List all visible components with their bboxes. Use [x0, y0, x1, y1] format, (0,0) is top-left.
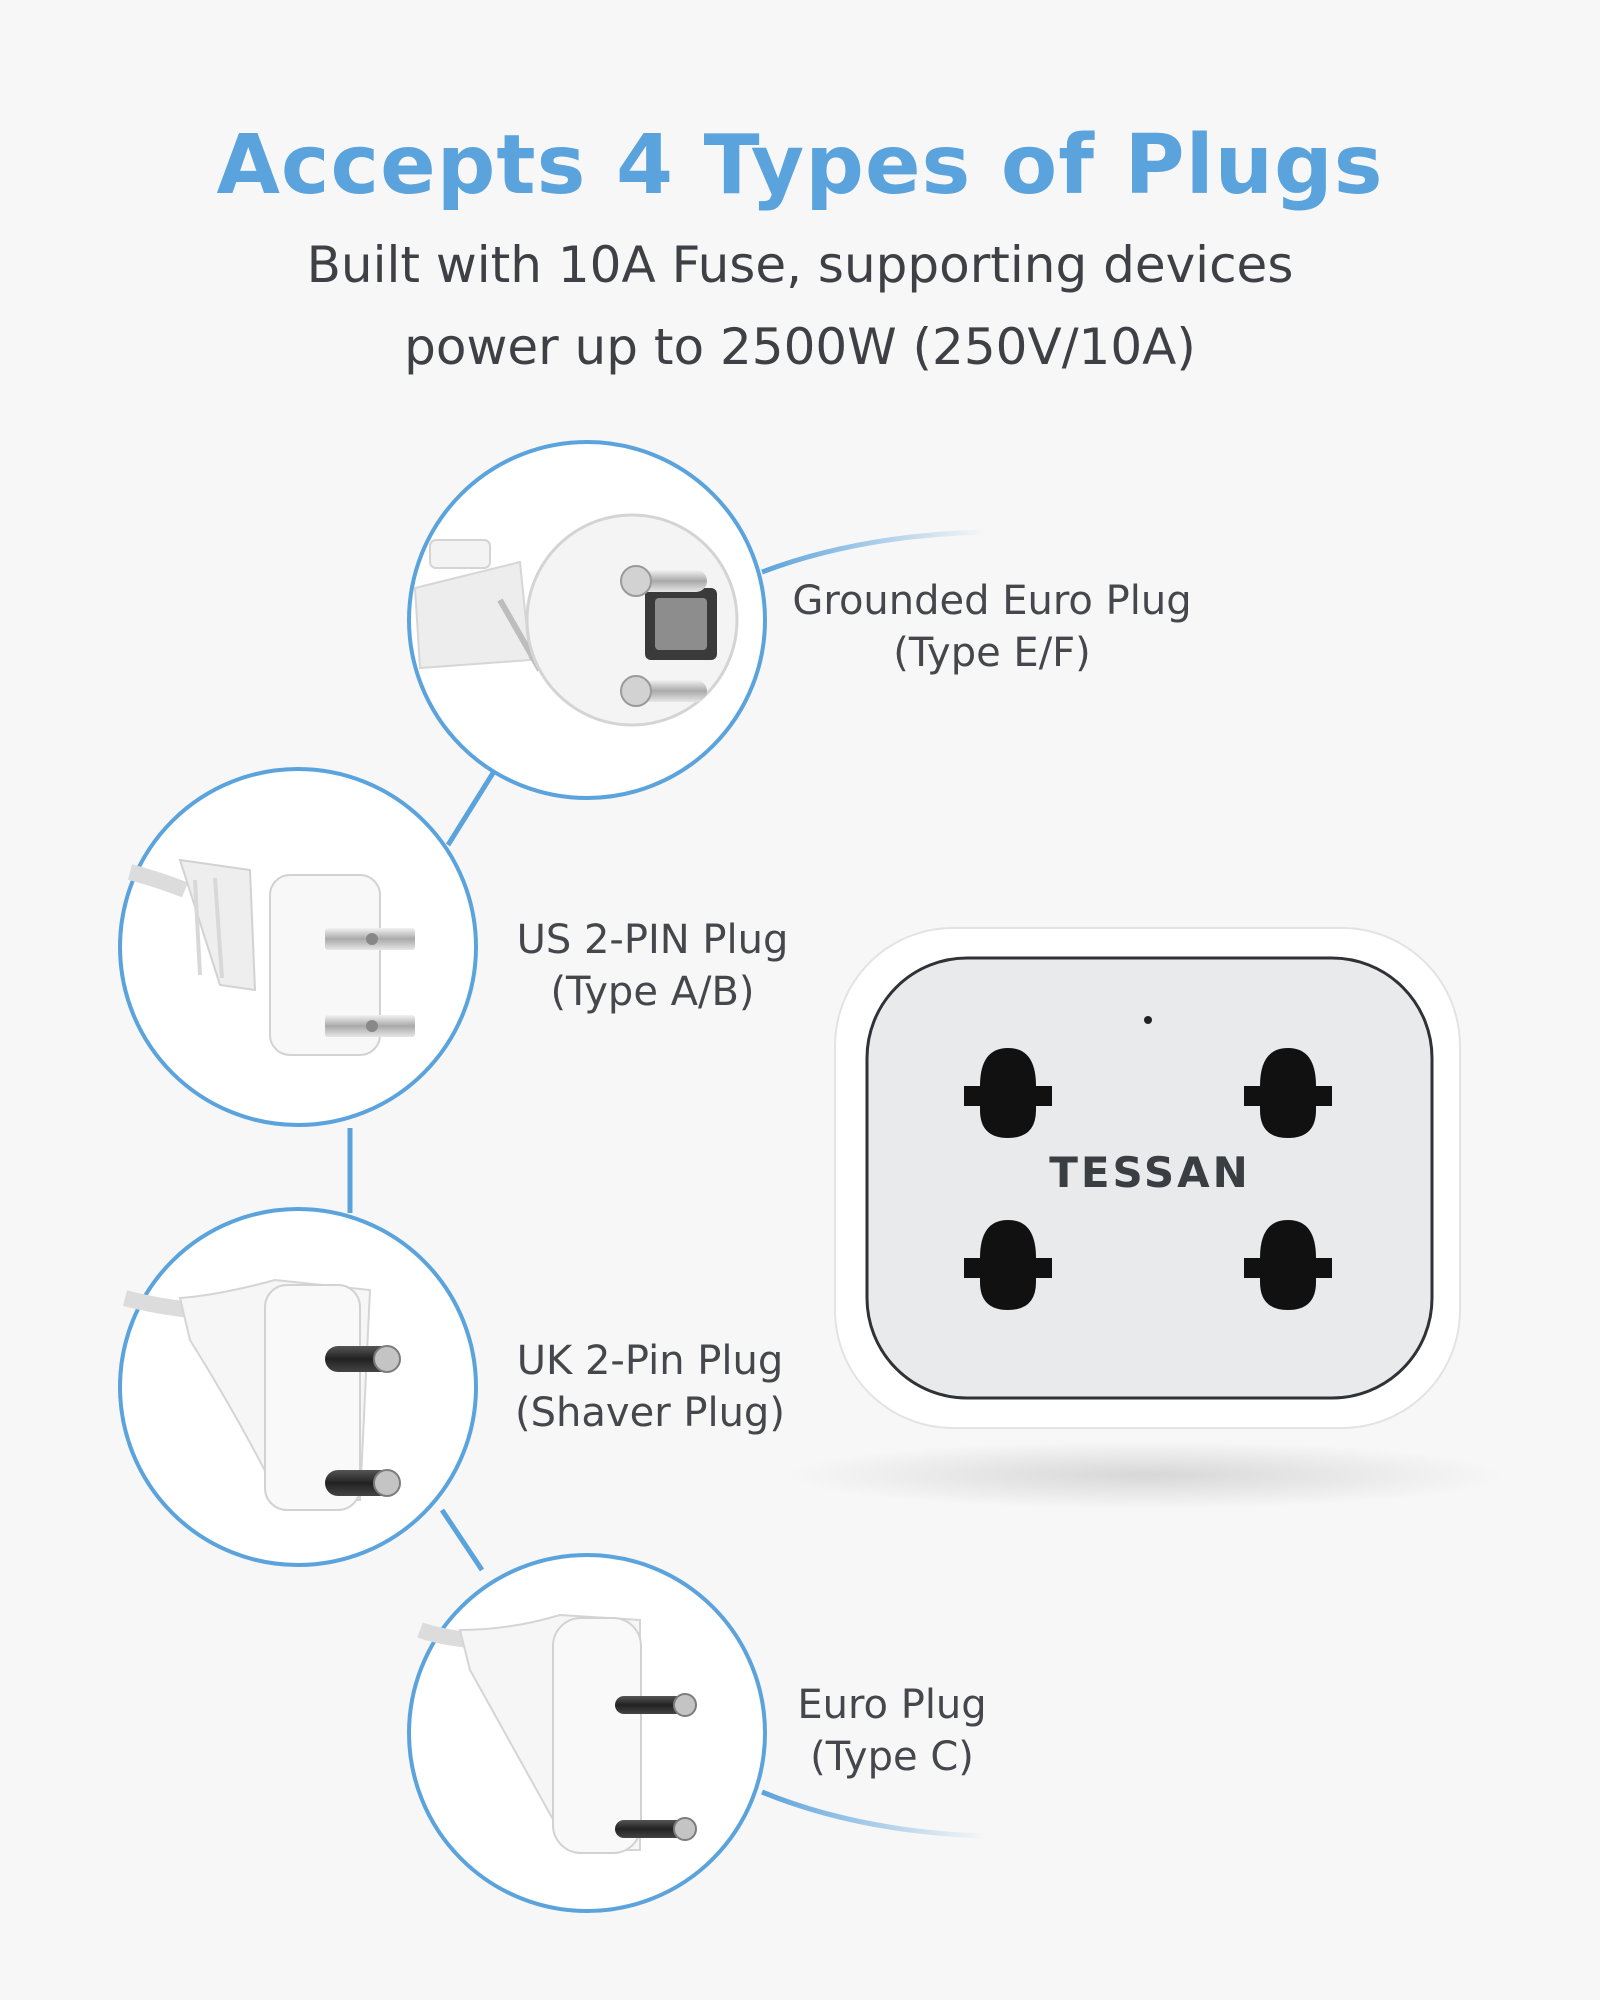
- plug-label-uk-2-pin: UK 2-Pin Plug (Shaver Plug): [470, 1335, 830, 1439]
- plug-name: Grounded Euro Plug: [792, 578, 1192, 624]
- subtitle-line-2: power up to 2500W (250V/10A): [404, 318, 1196, 376]
- connector-line-bottom: [761, 1789, 986, 1839]
- plug-name: Euro Plug: [797, 1682, 987, 1728]
- uk-2-pin-plug-icon: [118, 1207, 478, 1567]
- connector-line-top: [761, 529, 986, 575]
- plug-type: (Type A/B): [550, 969, 755, 1015]
- us-2-pin-plug-icon: [118, 767, 478, 1127]
- plug-label-grounded-euro: Grounded Euro Plug (Type E/F): [767, 575, 1217, 679]
- adapter-brand-logo: TESSAN: [1049, 1148, 1251, 1197]
- indicator-light: [1144, 1016, 1152, 1024]
- subtitle-line-1: Built with 10A Fuse, supporting devices: [306, 236, 1294, 294]
- plug-type: (Type C): [810, 1734, 974, 1780]
- euro-plug-icon: [407, 1553, 767, 1913]
- outlet-group: [964, 1048, 1332, 1310]
- page-title: Accepts 4 Types of Plugs: [216, 118, 1384, 213]
- plug-label-us-2-pin: US 2-PIN Plug (Type A/B): [470, 914, 835, 1018]
- plug-name: UK 2-Pin Plug: [516, 1338, 784, 1384]
- plug-type: (Type E/F): [893, 630, 1091, 676]
- tessan-adapter: TESSAN: [785, 927, 1505, 1509]
- grounded-euro-plug-icon: [407, 440, 767, 800]
- plug-label-euro-type-c: Euro Plug (Type C): [762, 1679, 1022, 1783]
- outlet-socket: [1244, 1220, 1332, 1310]
- outlet-socket: [1244, 1048, 1332, 1138]
- outlet-socket: [964, 1220, 1052, 1310]
- outlet-socket: [964, 1048, 1052, 1138]
- plug-name: US 2-PIN Plug: [516, 917, 789, 963]
- connector-line-3: [439, 1508, 485, 1572]
- connector-line-1: [445, 763, 501, 847]
- plug-type: (Shaver Plug): [515, 1390, 785, 1436]
